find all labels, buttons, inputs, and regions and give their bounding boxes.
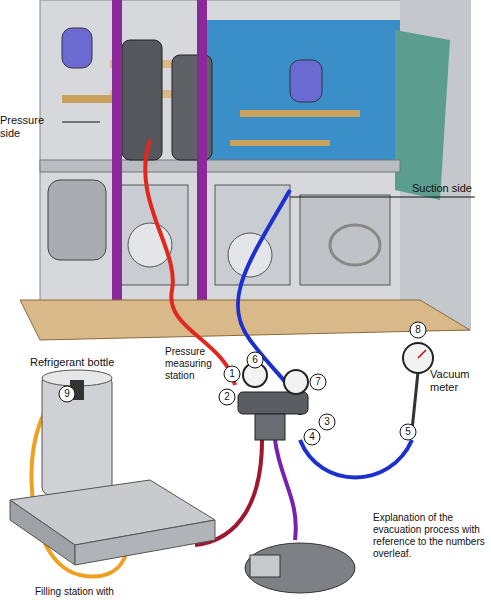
callout-number: 2 <box>219 390 235 404</box>
receiver <box>62 28 92 68</box>
tank <box>48 180 106 260</box>
refrigerant-bottle <box>42 375 112 495</box>
compartment <box>215 185 290 285</box>
pump-hose <box>275 440 296 540</box>
meter-hose <box>300 440 412 478</box>
pipe <box>240 110 360 117</box>
callout-number: 4 <box>304 430 320 444</box>
vertical-pipe <box>197 0 207 330</box>
compressor-front <box>228 233 272 277</box>
callout-number: 7 <box>310 375 326 389</box>
insulation-panel <box>205 20 400 160</box>
callout-number: 1 <box>224 367 240 381</box>
compressor <box>122 40 162 160</box>
note-text: Explanation of the evacuation process wi… <box>373 512 488 560</box>
vertical-pipe <box>112 0 122 330</box>
vacuum-gauge <box>403 343 433 373</box>
leader-line <box>62 122 100 123</box>
part-label: Vacuum meter <box>430 368 485 394</box>
pump-label-plate <box>250 555 280 577</box>
part-label: Suction side <box>412 182 490 195</box>
callout-number: 5 <box>400 425 416 439</box>
gauge <box>284 370 308 394</box>
leader-line <box>290 197 475 198</box>
pipe <box>230 140 330 146</box>
scale-side <box>10 500 75 565</box>
callout-number: 3 <box>319 415 335 429</box>
cabinet-panel <box>40 0 470 330</box>
callout-number: 6 <box>247 353 263 367</box>
callout-circles <box>59 322 426 445</box>
mid-frame <box>40 160 400 172</box>
meter-stem <box>412 372 418 430</box>
compartment <box>118 185 188 285</box>
callout-number: 9 <box>59 387 75 401</box>
vacuum-pump <box>245 543 355 593</box>
receiver <box>290 60 322 102</box>
compartment <box>300 195 390 285</box>
part-label: Pressure measuring station <box>165 346 235 382</box>
gauge-needle <box>418 350 426 358</box>
manifold-body <box>238 392 308 414</box>
part-label: Pressure side <box>0 114 62 140</box>
scale-front <box>75 520 215 565</box>
manifold-ports <box>255 414 285 440</box>
callout-number: 8 <box>410 323 426 337</box>
part-label: Refrigerant bottle <box>30 356 140 369</box>
coiled-pipe <box>330 225 380 265</box>
pressure-hose <box>145 140 235 385</box>
coil <box>395 30 450 200</box>
part-label: Filling station with <box>35 586 185 598</box>
